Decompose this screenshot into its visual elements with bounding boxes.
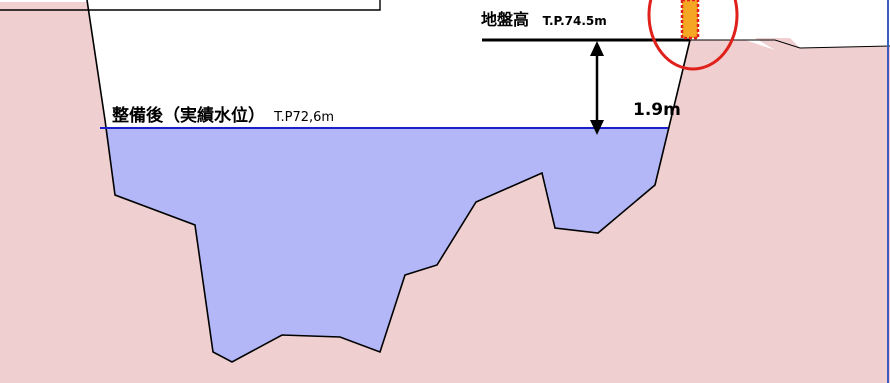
water-level-label: 整備後（実績水位） T.P72,6m: [112, 101, 334, 126]
ground-right: [755, 38, 890, 383]
ground-left: [0, 2, 775, 383]
water-level-text: 整備後（実績水位）: [112, 106, 265, 126]
water-level-value: T.P72,6m: [274, 110, 335, 125]
ground-level-text: 地盤高: [481, 10, 530, 29]
water-level-marker: [680, 0, 700, 40]
highlight-circle: [647, 0, 739, 71]
top-frame: [0, 0, 381, 11]
water-body: [105, 128, 668, 362]
ground-level-value: T.P.74.5m: [542, 14, 607, 28]
depth-label: 1.9m: [633, 100, 681, 120]
channel-outline: [86, 0, 691, 363]
ground-level-label: 地盤高 T.P.74.5m: [481, 6, 607, 30]
depth-arrow: [590, 41, 604, 135]
